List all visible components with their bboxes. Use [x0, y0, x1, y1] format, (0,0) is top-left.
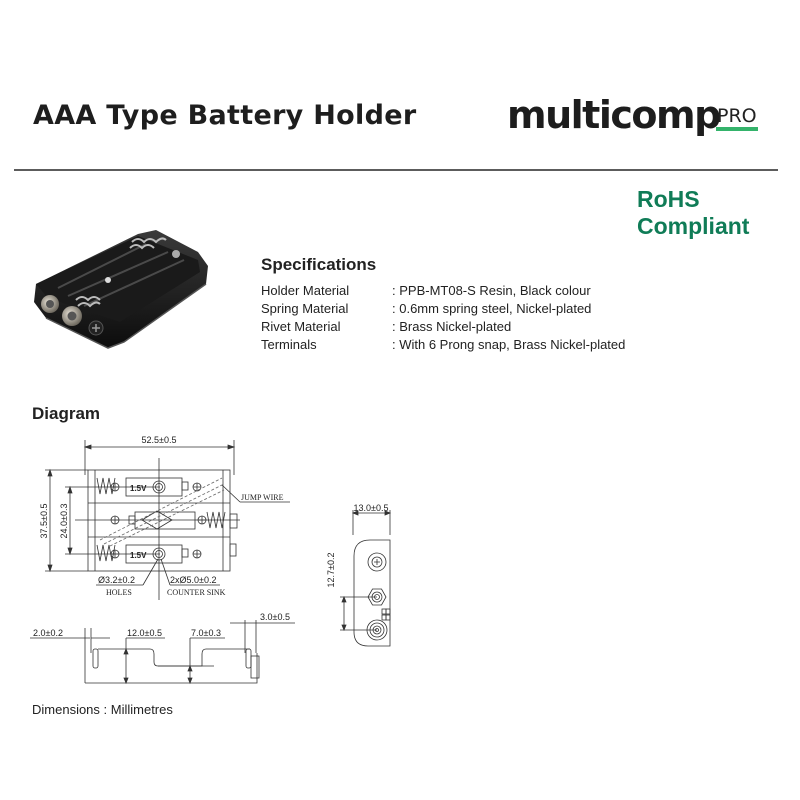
- width-dimension: 52.5±0.5: [142, 435, 177, 445]
- jump-wire-label: JUMP WIRE: [241, 493, 284, 502]
- end-view-drawing: 13.0±0.5 12.7±0.2: [326, 503, 392, 647]
- spring-icon: [75, 237, 167, 308]
- spec-value: : PPB-MT08-S Resin, Black colour: [392, 283, 591, 298]
- spec-row: Spring Material : 0.6mm spring steel, Ni…: [261, 300, 625, 318]
- rohs-line-2: Compliant: [637, 213, 750, 239]
- terminal-spacing-dimension: 12.7±0.2: [326, 553, 336, 588]
- rohs-badge: RoHS Compliant: [637, 186, 749, 240]
- spec-label: Terminals: [261, 337, 317, 352]
- holes-dimension: Ø3.2±0.2: [98, 575, 135, 585]
- floor-height-dimension: 7.0±0.3: [191, 628, 221, 638]
- holes-label: HOLES: [106, 588, 132, 597]
- spec-label: Spring Material: [261, 301, 349, 316]
- spec-label: Rivet Material: [261, 319, 341, 334]
- top-view-drawing: 52.5±0.5 37.5±0.5 24.0±0.3 1.5V 1.5V JUM…: [39, 435, 290, 600]
- spec-value: : 0.6mm spring steel, Nickel-plated: [392, 301, 592, 316]
- cell-voltage-label: 1.5V: [130, 484, 147, 493]
- specifications-table: Holder Material : PPB-MT08-S Resin, Blac…: [261, 282, 625, 354]
- spring-icon: [206, 511, 226, 529]
- brand-logo: multicomp: [507, 93, 721, 137]
- spring-icon: [96, 544, 116, 562]
- spec-row: Terminals : With 6 Prong snap, Brass Nic…: [261, 336, 625, 354]
- counter-sink-dimension: 2xØ5.0±0.2: [170, 575, 216, 585]
- side-view-drawing: 2.0±0.2 12.0±0.5 7.0±0.3 3.0±0.5: [30, 612, 295, 685]
- pitch-dimension: 24.0±0.3: [59, 504, 69, 539]
- height-dimension: 37.5±0.5: [39, 504, 49, 539]
- snap-terminal-icon: [367, 588, 387, 606]
- counter-sink-label: COUNTER SINK: [167, 588, 226, 597]
- spring-icon: [96, 477, 116, 495]
- end-width-dimension: 13.0±0.5: [354, 503, 389, 513]
- wall-thickness-dimension: 2.0±0.2: [33, 628, 63, 638]
- diagram-heading: Diagram: [32, 404, 101, 423]
- cell-voltage-label: 1.5V: [130, 551, 147, 560]
- rohs-line-1: RoHS: [637, 186, 700, 212]
- units-note: Dimensions : Millimetres: [32, 702, 173, 717]
- spec-value: : With 6 Prong snap, Brass Nickel-plated: [392, 337, 626, 352]
- holder-height-dimension: 12.0±0.5: [127, 628, 162, 638]
- product-photo: [34, 230, 208, 349]
- spec-row: Holder Material : PPB-MT08-S Resin, Blac…: [261, 282, 625, 300]
- brand-logo-underline: [716, 127, 758, 131]
- document-title: AAA Type Battery Holder: [33, 100, 417, 131]
- header-divider: [14, 169, 778, 171]
- terminal-length-dimension: 3.0±0.5: [260, 612, 290, 622]
- spec-label: Holder Material: [261, 283, 350, 298]
- specifications-heading: Specifications: [261, 255, 377, 274]
- brand-logo-suffix: PRO: [717, 105, 757, 127]
- spec-row: Rivet Material : Brass Nickel-plated: [261, 318, 625, 336]
- spec-value: : Brass Nickel-plated: [392, 319, 512, 334]
